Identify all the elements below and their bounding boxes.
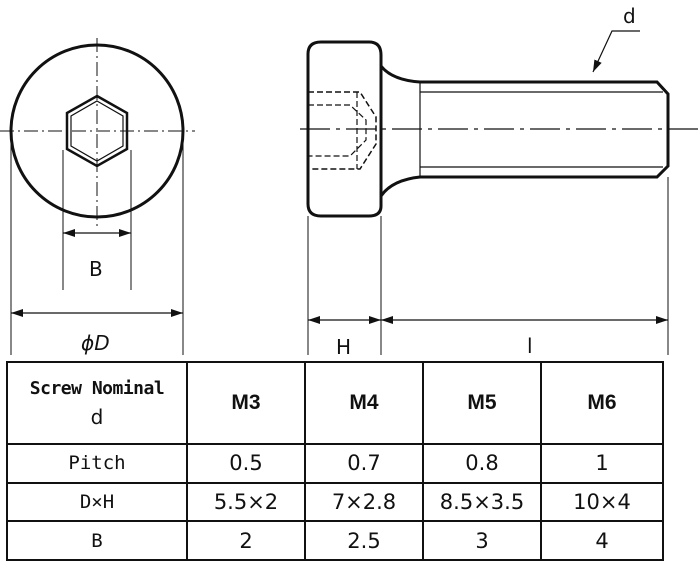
- table-row: D×H 5.5×2 7×2.8 8.5×3.5 10×4: [6, 481, 664, 523]
- row-label: D×H: [6, 481, 188, 523]
- table-cell: 2.5: [304, 520, 424, 561]
- table-row: Pitch 0.5 0.7 0.8 1: [6, 443, 664, 484]
- table-cell: 0.5: [186, 443, 306, 484]
- dimension-label-l: l: [527, 334, 533, 358]
- column-header: M5: [422, 361, 542, 445]
- table-cell: 3: [422, 520, 542, 561]
- head-top-view: [0, 38, 195, 355]
- table-cell: 8.5×3.5: [422, 481, 542, 523]
- table-row: B 2 2.5 3 4: [6, 520, 664, 561]
- table-cell: 1: [540, 443, 664, 484]
- table-cell: 2: [186, 520, 306, 561]
- table-cell: 10×4: [540, 481, 664, 523]
- screw-drawing: [0, 30, 700, 355]
- dimension-label-d: d: [623, 4, 636, 28]
- table-cell: 7×2.8: [304, 481, 424, 523]
- dimension-label-H: H: [336, 335, 352, 359]
- table-cell: 0.7: [304, 443, 424, 484]
- header-cell: Screw Nominal d: [6, 361, 188, 445]
- header-sublabel: d: [90, 404, 104, 429]
- row-label: Pitch: [6, 443, 188, 484]
- table-cell: 4: [540, 520, 664, 561]
- row-label: B: [6, 520, 188, 561]
- column-header: M6: [540, 361, 664, 445]
- column-header: M3: [186, 361, 306, 445]
- dimension-label-B: B: [89, 257, 103, 281]
- screw-side-view: [300, 30, 700, 355]
- table-cell: 5.5×2: [186, 481, 306, 523]
- table-cell: 0.8: [422, 443, 542, 484]
- table-header-row: Screw Nominal d M3 M4 M5 M6: [6, 361, 664, 445]
- spec-table: Screw Nominal d M3 M4 M5 M6 Pitch 0.5 0.…: [6, 361, 664, 561]
- header-label: Screw Nominal: [29, 377, 165, 399]
- column-header: M4: [304, 361, 424, 445]
- dimension-label-D: ϕD: [81, 331, 110, 355]
